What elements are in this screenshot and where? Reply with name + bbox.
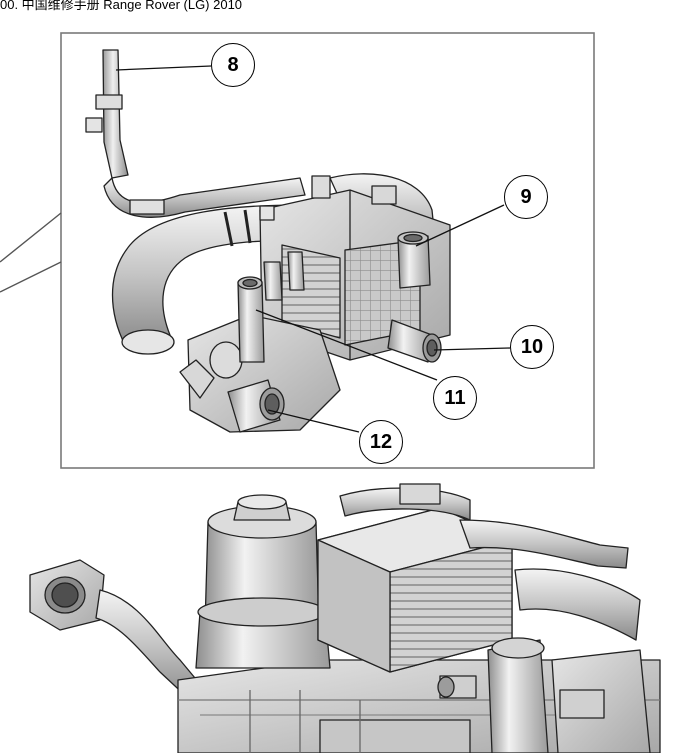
leader-lines — [115, 65, 511, 433]
callout-12: 12 — [359, 420, 403, 464]
detail-frame — [60, 32, 595, 469]
callout-8: 8 — [211, 43, 255, 87]
engine-assembly — [29, 483, 661, 753]
egr-cooler-assembly — [85, 49, 451, 433]
callout-9: 9 — [504, 175, 548, 219]
zoom-line-lower — [0, 261, 62, 293]
callout-10: 10 — [510, 325, 554, 369]
zoom-line-upper — [0, 212, 62, 263]
page-header: 00. 中国维修手册 Range Rover (LG) 2010 — [0, 0, 243, 12]
callout-11: 11 — [433, 376, 477, 420]
